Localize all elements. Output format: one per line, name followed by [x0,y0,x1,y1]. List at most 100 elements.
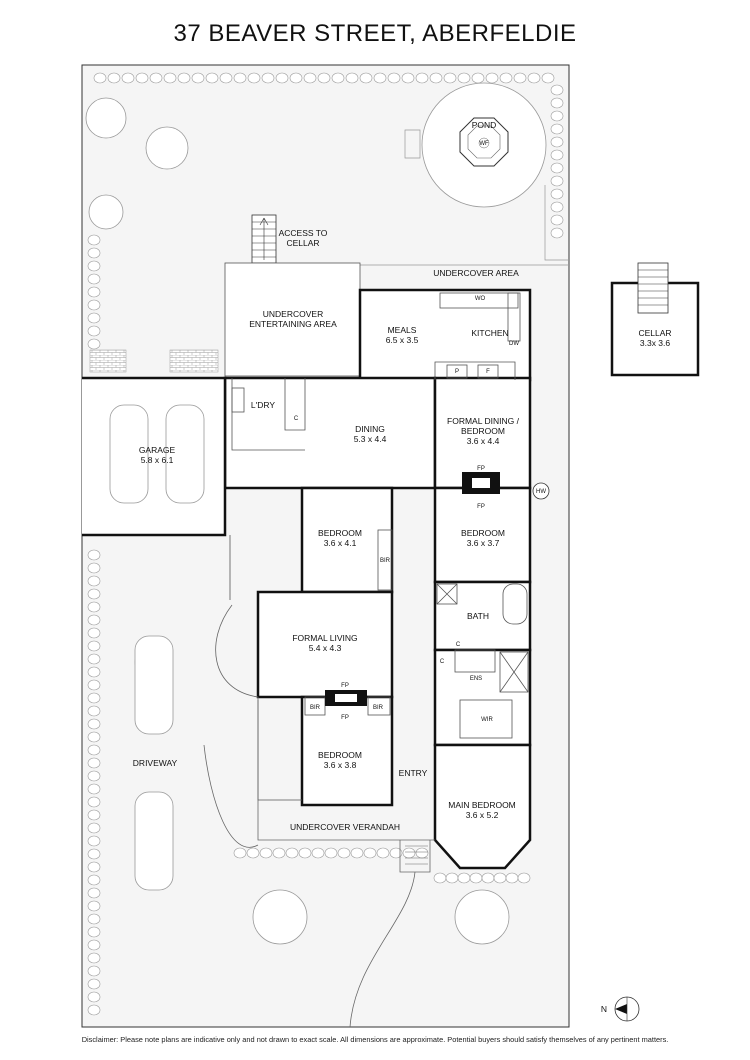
main-bedroom-dim: 3.6 x 5.2 [466,810,499,820]
bedroom-3-label: BEDROOM [461,528,505,538]
hedge-shrub [550,214,564,226]
bedroom-4-dim: 3.6 x 3.8 [324,760,357,770]
verandah [203,604,435,1028]
hedge-shrub [87,900,101,912]
hedge-shrub [485,72,499,84]
hedge-shrub [87,627,101,639]
hedge-shrub [233,847,247,859]
hedge-shrub [324,847,338,859]
hedge-shrub [415,72,429,84]
cellar-dim: 3.3x 3.6 [640,338,671,348]
hedge-shrub [87,848,101,860]
hedge-shrub [87,757,101,769]
access-cellar-label-2: CELLAR [286,238,319,248]
hedge-shrub [87,731,101,743]
hedges [87,72,564,1016]
cars [109,404,205,891]
dining-dim: 5.3 x 4.4 [354,434,387,444]
hedge-shrub [87,939,101,951]
garden-paving [360,129,569,266]
formal-living-label: FORMAL LIVING [292,633,357,643]
pond: POND WF [421,82,547,208]
hedge-shrub [493,872,507,884]
cellar-stairs [251,214,277,264]
hedge-shrub [87,978,101,990]
bir-label-3: BIR [373,705,384,711]
hedge-shrub [107,72,121,84]
hedge-shrub [311,847,325,859]
entertaining-label-1: UNDERCOVER [263,309,323,319]
hedge-shrub [87,874,101,886]
hedge-shrub [87,286,101,298]
wir-label: WIR [481,717,493,723]
cupboard-label-2: C [456,642,461,648]
hedge-shrub [469,872,483,884]
hedge-shrub [87,913,101,925]
hedge-shrub [457,72,471,84]
hedge-shrub [87,312,101,324]
tree [88,194,124,230]
pond-label: POND [472,120,497,130]
hedge-shrub [163,72,177,84]
hedge-shrub [87,247,101,259]
hedge-shrub [121,72,135,84]
hedge-shrub [87,692,101,704]
car [134,635,174,735]
hedge-shrub [87,965,101,977]
hedge-shrub [87,273,101,285]
hedge-shrub [219,72,233,84]
hedge-shrub [363,847,377,859]
hedge-shrub [445,872,459,884]
tree [252,889,308,945]
hedge-shrub [433,872,447,884]
hedge-shrub [233,72,247,84]
hedge-shrub [246,847,260,859]
hedge-shrub [87,991,101,1003]
dishwasher-label: DW [509,341,519,347]
hedge-shrub [247,72,261,84]
hedge-shrub [550,188,564,200]
garage-dim: 5.8 x 6.1 [141,455,174,465]
hedge-shrub [337,847,351,859]
hedge-shrub [550,84,564,96]
hedge-shrub [87,770,101,782]
hedge-shrub [285,847,299,859]
hedge-shrub [135,72,149,84]
hedge-shrub [87,887,101,899]
fridge-label: F [486,369,490,375]
bath-label: BATH [467,611,489,621]
hedge-shrub [191,72,205,84]
bedroom-3-dim: 3.6 x 3.7 [467,538,500,548]
bir-label-1: BIR [380,558,391,564]
hedge-shrub [401,72,415,84]
hedge-shrub [275,72,289,84]
hedge-shrub [289,72,303,84]
hedge-shrub [87,549,101,561]
north-label: N [601,1004,607,1014]
hedge-shrub [550,123,564,135]
hedge-shrub [345,72,359,84]
hedge-shrub [87,718,101,730]
hedge-shrub [87,299,101,311]
hedge-shrub [373,72,387,84]
hedge-shrub [87,325,101,337]
hedge-shrub [87,1004,101,1016]
kitchen-label: KITCHEN [471,328,508,338]
hedge-shrub [415,847,429,859]
hedge-shrub [471,72,485,84]
hedge-shrub [303,72,317,84]
hot-water-unit [532,482,550,500]
bedroom-4-label: BEDROOM [318,750,362,760]
hedge-shrub [550,110,564,122]
hedge-shrub [541,72,555,84]
water-feature-label: WF [479,141,489,147]
hedge-shrub [550,227,564,239]
hedge-shrub [550,162,564,174]
hedge-shrub [93,72,107,84]
hedge-shrub [376,847,390,859]
cupboard-label-3: C [440,659,445,665]
hedge-shrub [527,72,541,84]
entry-label: ENTRY [399,768,428,778]
hedge-shrub [359,72,373,84]
